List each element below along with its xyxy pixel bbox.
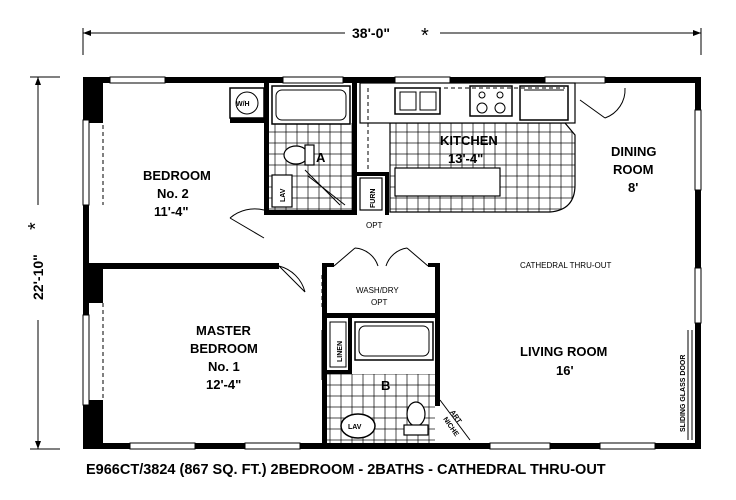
bathtub-b [354, 321, 434, 361]
wash-dry-opt-label: OPT [371, 298, 388, 307]
refrigerator [519, 85, 569, 121]
kitchen-size: 13'-4" [448, 151, 483, 166]
lav-a [271, 174, 293, 208]
plan-caption: E966CT/3824 (867 SQ. FT.) 2BEDROOM - 2BA… [86, 462, 606, 478]
master-size: 12'-4" [206, 377, 241, 392]
living-name: LIVING ROOM [520, 344, 607, 359]
room-labels: BEDROOM No. 2 11'-4" MASTER BEDROOM No. … [143, 133, 657, 392]
sliding-glass-door: SLIDING GLASS DOOR [680, 330, 693, 440]
bath-b-label: B [381, 378, 390, 393]
dining-size: 8' [628, 180, 638, 195]
depth-marker: * [25, 222, 47, 230]
width-label: 38'-0" [352, 25, 390, 41]
dining-name: DINING [611, 144, 657, 159]
lav-a-label: LAV [280, 188, 287, 202]
water-heater-label: W/H [236, 101, 250, 108]
bedroom2-name: BEDROOM [143, 168, 211, 183]
kitchen [359, 82, 576, 213]
dining-name2: ROOM [613, 162, 653, 177]
width-marker: * [421, 25, 429, 47]
lav-b [340, 413, 376, 439]
range [469, 85, 513, 117]
linen-label: LINEN [337, 341, 344, 362]
width-dimension: 38'-0" * [82, 25, 702, 55]
toilet-b [406, 401, 426, 427]
bathtub-a [271, 85, 351, 125]
bath-a-label: A [316, 150, 326, 165]
bedroom2-number: No. 2 [157, 186, 189, 201]
bedroom2-size: 11'-4" [154, 204, 189, 219]
master-name2: BEDROOM [190, 341, 258, 356]
water-heater: W/H [229, 87, 265, 119]
bath-b: LINEN B LAV ART NICHE [327, 321, 471, 443]
depth-dimension: 22'-10" * [25, 76, 60, 450]
interior-walls [89, 83, 440, 443]
furnace-label: FURN [370, 189, 377, 208]
toilet-a [283, 145, 309, 165]
furnace-closet: FURN OPT [359, 177, 383, 230]
master-name: MASTER [196, 323, 252, 338]
bath-a: LAV A [269, 85, 352, 210]
exterior-walls [82, 76, 702, 450]
master-number: No. 1 [208, 359, 240, 374]
kitchen-name: KITCHEN [440, 133, 498, 148]
wash-dry-label: WASH/DRY [356, 286, 399, 295]
lav-b-label: LAV [348, 424, 362, 431]
depth-label: 22'-10" [30, 254, 46, 300]
sliding-door-label: SLIDING GLASS DOOR [680, 355, 687, 432]
doors [102, 87, 626, 400]
cathedral-note: CATHEDRAL THRU-OUT [520, 261, 612, 270]
living-size: 16' [556, 363, 574, 378]
furnace-opt-label: OPT [366, 221, 383, 230]
linen-closet [329, 321, 347, 368]
